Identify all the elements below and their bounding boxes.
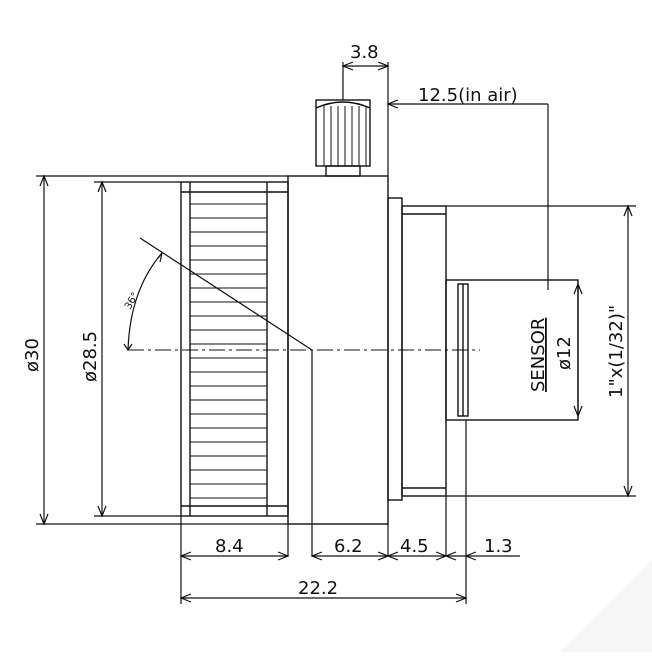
thread-dimension xyxy=(446,204,636,498)
background-shape xyxy=(560,560,652,652)
sensor-label: SENSOR xyxy=(528,318,549,392)
back-focal-dimension xyxy=(386,99,549,290)
total-length-label: 22.2 xyxy=(298,578,338,599)
field-angle-line xyxy=(139,237,313,351)
sensor-diameter-label: ø12 xyxy=(554,336,575,370)
back-focal-label: 12.5(in air) xyxy=(418,85,518,106)
grip-diameter-dimension xyxy=(94,180,181,518)
outer-diameter-dimension xyxy=(36,174,288,526)
screw-width-label: 3.8 xyxy=(350,42,379,63)
sensor-diameter-dimension xyxy=(573,282,583,418)
mount-step-label: 1.3 xyxy=(484,536,513,557)
flange-length-label: 4.5 xyxy=(400,536,429,557)
grip-diameter-label: ø28.5 xyxy=(80,331,101,382)
bottom-dimension-lines xyxy=(179,551,520,603)
knurl-length-label: 8.4 xyxy=(215,536,244,557)
screw-width-dimension xyxy=(341,61,390,176)
angle-arc xyxy=(127,252,163,351)
knurled-grip-ring xyxy=(180,181,289,517)
thread-label: 1"x(1/32)" xyxy=(606,305,627,398)
barrel-length-label: 6.2 xyxy=(334,536,363,557)
bottom-extension-lines xyxy=(180,420,467,604)
lock-screw xyxy=(315,99,371,177)
knurl-lines xyxy=(190,203,267,499)
mount-flange xyxy=(387,197,447,501)
outer-diameter-label: ø30 xyxy=(22,338,43,372)
